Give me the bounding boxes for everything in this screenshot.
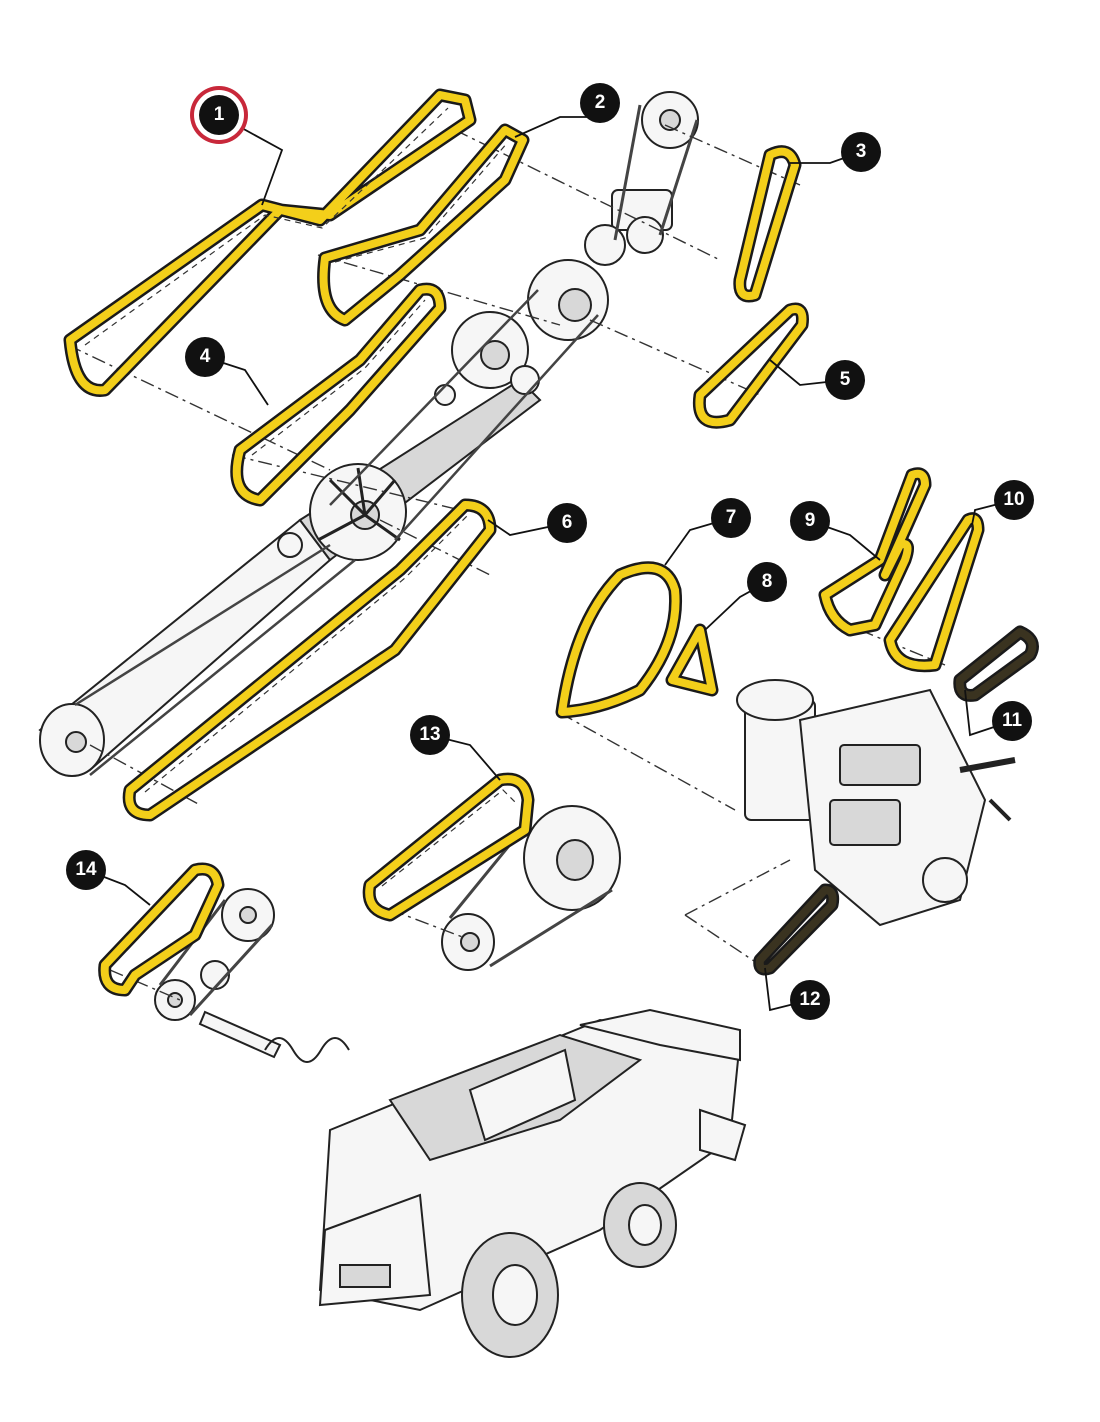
callout-11[interactable]: 11 (992, 701, 1032, 741)
engine-fan-shroud (736, 679, 814, 721)
callout-label: 1 (213, 104, 225, 125)
engine-pulley-icon (922, 857, 968, 903)
belt-8 (665, 623, 719, 697)
engine-head (839, 744, 921, 786)
pulley-pair-13 (441, 805, 621, 971)
callout-7[interactable]: 7 (711, 498, 751, 538)
harvester-rear-grille (339, 1264, 391, 1288)
belt-10 (883, 512, 985, 673)
combine-harvester-icon (318, 1008, 747, 1358)
callout-label: 10 (1003, 489, 1025, 510)
callout-label: 4 (199, 346, 211, 367)
callout-2[interactable]: 2 (580, 83, 620, 123)
harvester-unloading-auger (579, 1008, 741, 1062)
engine-manifold (829, 799, 901, 846)
belt-2 (317, 123, 530, 327)
callout-5[interactable]: 5 (825, 360, 865, 400)
belt-11 (953, 625, 1039, 702)
main-drive-hub-icon (558, 288, 592, 322)
belts (63, 88, 1039, 997)
belt-6 (122, 498, 497, 822)
belt-12 (753, 883, 840, 976)
callout-9[interactable]: 9 (790, 501, 830, 541)
callout-label: 8 (761, 571, 773, 592)
callout-3[interactable]: 3 (841, 132, 881, 172)
auger-shaft (198, 1010, 282, 1059)
auger-assembly-14 (154, 888, 350, 1063)
callout-10[interactable]: 10 (994, 480, 1034, 520)
end-drum-hub-icon (65, 731, 87, 753)
idler-pulley-icon (584, 224, 626, 266)
callout-label: 11 (1001, 710, 1023, 731)
callout-6[interactable]: 6 (547, 503, 587, 543)
callout-label: 12 (799, 989, 821, 1010)
callout-label: 6 (561, 512, 573, 533)
belt-14 (98, 862, 225, 997)
belt-1 (63, 88, 477, 397)
callout-label: 14 (75, 859, 97, 880)
engine-icon (736, 679, 1016, 927)
callout-label: 13 (419, 724, 441, 745)
callout-label: 2 (594, 92, 606, 113)
large-pulley-13-hub-icon (556, 839, 594, 881)
belt-7 (555, 561, 683, 719)
upper-drive-assembly (38, 91, 699, 777)
upper-pulley-14-hub-icon (239, 906, 257, 924)
callout-label: 9 (804, 510, 816, 531)
callout-8[interactable]: 8 (747, 562, 787, 602)
small-pulley-13-hub-icon (460, 932, 480, 952)
belt-13 (362, 772, 535, 922)
callout-label: 3 (855, 141, 867, 162)
belt-3 (733, 145, 802, 303)
callout-label: 5 (839, 369, 851, 390)
auger-flighting-icon (264, 1037, 350, 1063)
callout-14[interactable]: 14 (66, 850, 106, 890)
belt-4 (230, 282, 447, 507)
belt-5 (692, 302, 809, 429)
belt-9 (818, 467, 932, 637)
idler-pulley-2-icon (626, 216, 664, 254)
callout-4[interactable]: 4 (185, 337, 225, 377)
mid-pulley-hub-icon (480, 340, 510, 370)
callout-12[interactable]: 12 (790, 980, 830, 1020)
callout-1[interactable]: 1 (199, 95, 239, 135)
harvester-header-link (699, 1108, 747, 1162)
harvester-tank-lid (468, 1048, 577, 1142)
callout-label: 7 (725, 507, 737, 528)
callout-13[interactable]: 13 (410, 715, 450, 755)
small-idler-icon (510, 365, 540, 395)
frame-idler-icon (277, 532, 303, 558)
